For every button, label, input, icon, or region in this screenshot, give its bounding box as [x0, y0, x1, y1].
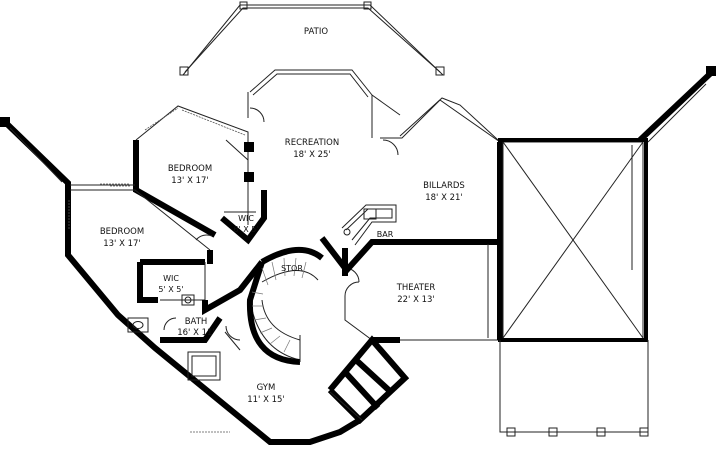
wic-lower-name-label: WIC — [163, 274, 179, 283]
billiards-name-label: BILLARDS — [423, 181, 465, 191]
gym-name-label: GYM — [257, 383, 276, 393]
theater-steps — [327, 335, 410, 425]
bath-size-label: 16' X 11' — [177, 328, 215, 338]
bedroom-upper-size-label: 13' X 17' — [171, 176, 209, 186]
recreation-size-label: 18' X 25' — [293, 150, 331, 160]
wic-lower-walls — [137, 259, 265, 316]
room-labels: PATIO RECREATION 18' X 25' BEDROOM 13' X… — [100, 27, 465, 405]
theater-name-label: THEATER — [396, 283, 436, 293]
gym-size-label: 11' X 15' — [247, 395, 285, 405]
window-marks — [68, 185, 230, 433]
bar-label: BAR — [377, 230, 394, 239]
wic-upper-walls — [220, 190, 267, 245]
bath-name-label: BATH — [185, 317, 208, 327]
garage-block — [498, 66, 716, 437]
bedroom-lower-name-label: BEDROOM — [100, 227, 144, 237]
bedroom-lower-size-label: 13' X 17' — [103, 239, 141, 249]
patio-outline — [179, 1, 445, 76]
outer-walls — [0, 117, 362, 445]
wic-lower-size-label: 5' X 5' — [158, 285, 183, 294]
theater-walls — [342, 142, 503, 343]
theater-size-label: 22' X 13' — [397, 295, 435, 305]
stor-label: STOR — [281, 264, 303, 273]
wic-upper-size-label: 6' X 5' — [233, 225, 258, 234]
spiral-stair — [246, 246, 324, 365]
billiards-size-label: 18' X 21' — [425, 193, 463, 203]
bedroom-upper-name-label: BEDROOM — [168, 164, 212, 174]
bar-counter — [341, 204, 397, 268]
patio-name-label: PATIO — [304, 27, 328, 37]
bath-fixtures — [127, 316, 241, 381]
lower-bedroom-walls — [70, 189, 213, 264]
wic-upper-name-label: WIC — [238, 214, 254, 223]
recreation-name-label: RECREATION — [285, 138, 339, 148]
recreation-walls — [247, 69, 501, 156]
